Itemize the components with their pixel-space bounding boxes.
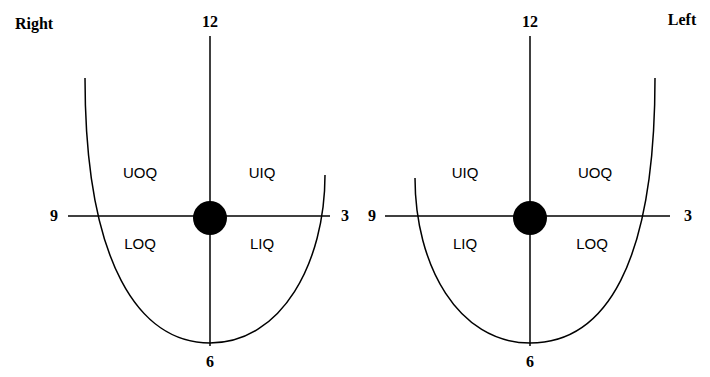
clock-number: 6 <box>206 354 214 370</box>
quadrant-label: LIQ <box>453 236 477 251</box>
clock-number: 6 <box>526 354 534 370</box>
clock-number: 12 <box>202 14 218 30</box>
quadrant-label: UOQ <box>123 165 157 180</box>
clock-number: 9 <box>50 208 58 224</box>
clock-number: 9 <box>368 208 376 224</box>
side-label: Right <box>15 16 53 32</box>
quadrant-label: LOQ <box>576 236 608 251</box>
side-label: Left <box>668 12 696 28</box>
nipple-dot <box>193 201 227 235</box>
right-breast-outline <box>85 78 325 343</box>
left-breast-outline <box>415 78 655 343</box>
clock-number: 3 <box>684 208 692 224</box>
quadrant-label: LIQ <box>250 236 274 251</box>
quadrant-label: UIQ <box>249 165 276 180</box>
clock-number: 12 <box>522 14 538 30</box>
vertical-axis <box>209 36 211 346</box>
quadrant-label: LOQ <box>124 236 156 251</box>
nipple-dot <box>513 201 547 235</box>
clock-number: 3 <box>341 208 349 224</box>
quadrant-label: UOQ <box>578 165 612 180</box>
quadrant-label: UIQ <box>452 165 479 180</box>
vertical-axis <box>529 36 531 346</box>
